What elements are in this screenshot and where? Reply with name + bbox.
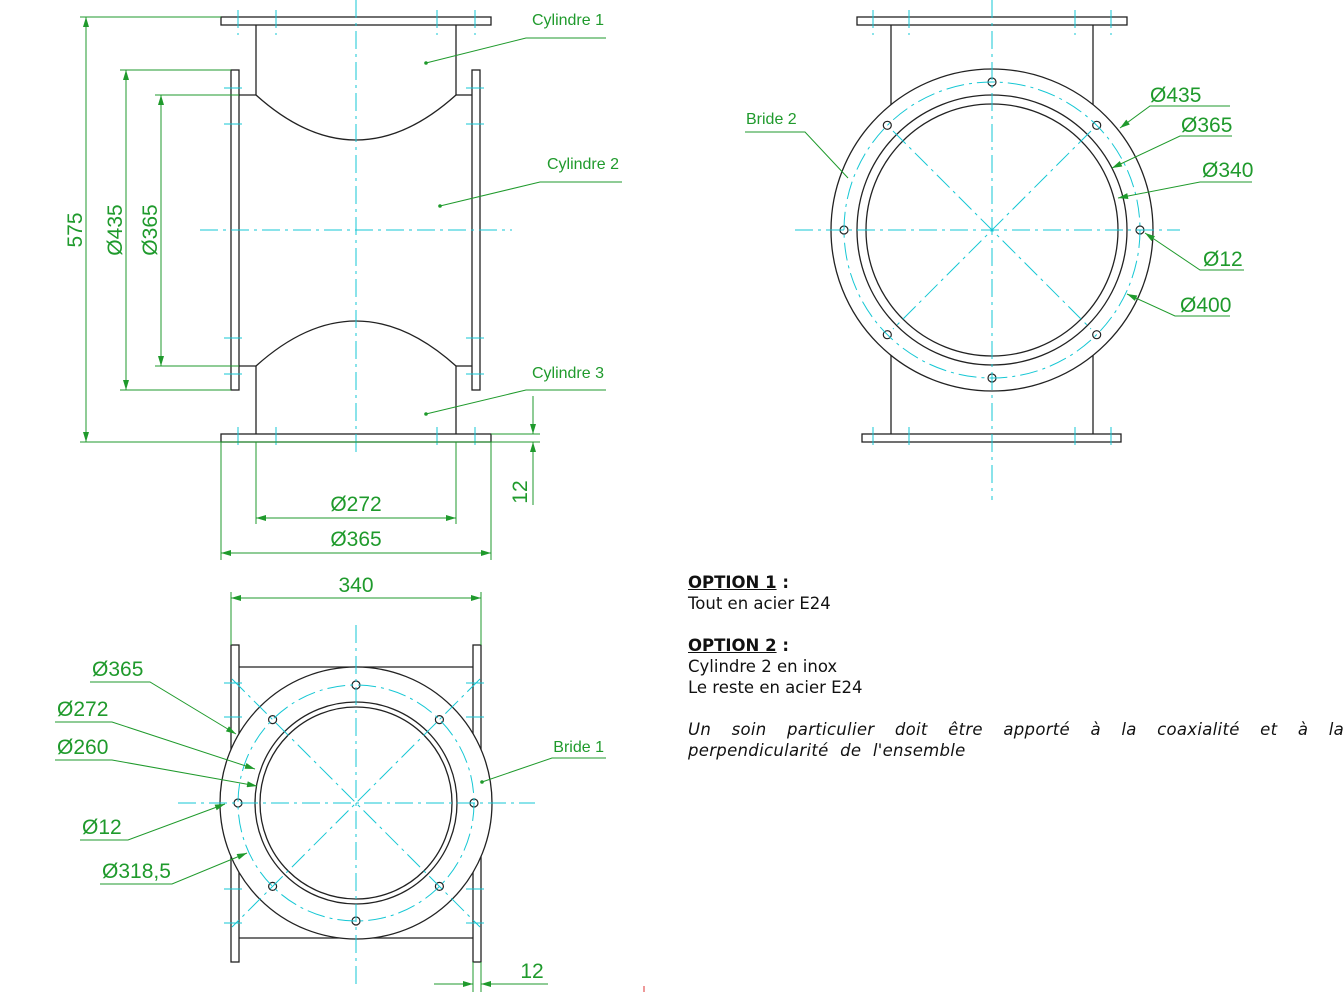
front-view-leader-dots [424,61,442,416]
bottom-view-centerlines [178,625,535,985]
label-bride-1: Bride 1 [553,739,604,756]
front-thickness-dim: 12 [509,480,532,503]
option2-line1: Cylindre 2 en inox [688,657,838,676]
side-flange-dia-dim: Ø435 [1150,84,1201,107]
front-cylinder-dia-dim: Ø365 [139,204,162,255]
option2-line2: Le reste en acier E24 [688,678,863,697]
option1-text: Tout en acier E24 [688,594,831,613]
coaxiality-remark: Un soin particulier doit être apporté à … [688,720,1344,760]
bottom-outer-dia-dim: Ø365 [92,658,143,681]
label-cylindre-3: Cylindre 3 [532,365,604,382]
option1-colon: : [776,573,789,592]
front-base-dia-dim: Ø365 [330,528,381,551]
front-flange-dia-dim: Ø435 [104,204,127,255]
label-cylindre-1: Cylindre 1 [532,12,604,29]
bolt-hole [882,120,892,130]
bottom-view-dimensions [55,592,606,992]
side-view-leaders [745,105,1252,317]
option2-title: OPTION 2 [688,636,777,655]
bride1-leader-dot [480,780,484,784]
option2-colon: : [776,636,789,655]
bottom-width-dim: 340 [338,574,373,597]
bottom-pcd-dim: Ø318,5 [102,860,171,883]
bottom-bore-dia-dim: Ø260 [57,736,108,759]
front-height-dim: 575 [64,212,87,247]
front-view-centerlines [200,0,512,455]
bottom-thickness-dim: 12 [520,960,543,983]
option1-title: OPTION 1 [688,573,777,592]
option1-heading: OPTION 1 : [688,572,1344,593]
front-view-dimensions [80,16,622,560]
side-pcd-dim: Ø400 [1180,294,1231,317]
side-bore-dia-dim: Ø340 [1202,159,1253,182]
label-cylindre-2: Cylindre 2 [547,156,619,173]
label-bride-2: Bride 2 [746,111,797,128]
bottom-view: 340 Ø365 Ø272 Ø260 Ø12 Ø318,5 12 Bride 1 [55,574,606,992]
front-view: 575 Ø435 Ø365 Ø272 Ø365 12 Cylindre 1 Cy… [64,0,622,560]
notes-block: OPTION 1 : Tout en acier E24 OPTION 2 : … [688,572,1344,761]
side-cylinder-dia-dim: Ø365 [1181,114,1232,137]
bottom-hole-dia-dim: Ø12 [82,816,122,839]
bottom-inner-dia-dim: Ø272 [57,698,108,721]
front-bore-dia-dim: Ø272 [330,493,381,516]
side-view-centerlines [795,0,1180,500]
side-view: Bride 2 Ø435 Ø365 Ø340 Ø12 Ø400 [745,0,1253,500]
option2-heading: OPTION 2 : [688,635,1344,656]
side-hole-dia-dim: Ø12 [1203,248,1243,271]
